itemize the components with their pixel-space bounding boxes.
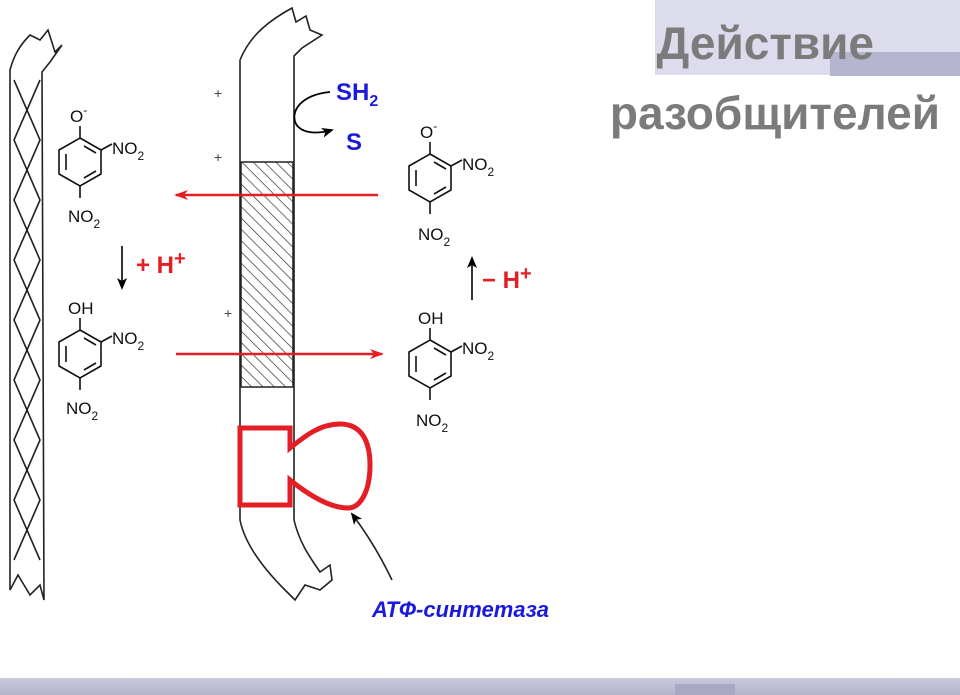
atp-synthase-shape <box>237 421 373 511</box>
charge-plus-2: + <box>214 149 222 165</box>
atp-synthase-pointer <box>350 512 393 581</box>
charge-plus-3: + <box>224 305 232 321</box>
atp-synthase-label: АТФ-синтетаза <box>371 597 549 622</box>
molecule-phenol-left <box>58 318 113 390</box>
header-decoration-bar-dark <box>830 52 960 76</box>
mol4-ortho-group: NO2 <box>462 339 495 363</box>
mol3-top-group: O- <box>420 119 437 142</box>
mol4-top-group: OH <box>418 309 444 328</box>
slide-title-line1: Действие <box>656 17 874 69</box>
mol1-para-group: NO2 <box>68 207 101 231</box>
outer-membrane <box>9 28 63 601</box>
charge-plus-1: + <box>214 85 222 101</box>
molecule-phenolate-left <box>58 126 113 198</box>
footer-decoration-accent <box>675 684 735 695</box>
hatched-membrane-region <box>240 161 294 388</box>
slide-title-line2: разобщителей <box>609 87 940 139</box>
minus-h-label: − H+ <box>482 263 532 294</box>
mol4-para-group: NO2 <box>416 411 449 435</box>
mol2-ortho-group: NO2 <box>112 329 145 353</box>
molecule-phenolate-right <box>408 142 463 214</box>
mol3-ortho-group: NO2 <box>462 155 495 179</box>
plus-h-label: + H+ <box>136 248 186 279</box>
molecule-phenol-right <box>408 328 463 400</box>
mol2-top-group: OH <box>68 299 94 318</box>
reaction-arrow <box>293 91 334 138</box>
substrate-label: SH2 <box>336 79 378 110</box>
mol1-top-group: O- <box>70 103 87 126</box>
product-label: S <box>346 129 362 156</box>
footer-decoration-bar <box>0 678 960 695</box>
mol3-para-group: NO2 <box>418 225 451 249</box>
mol1-ortho-group: NO2 <box>112 139 145 163</box>
mol2-para-group: NO2 <box>66 399 99 423</box>
